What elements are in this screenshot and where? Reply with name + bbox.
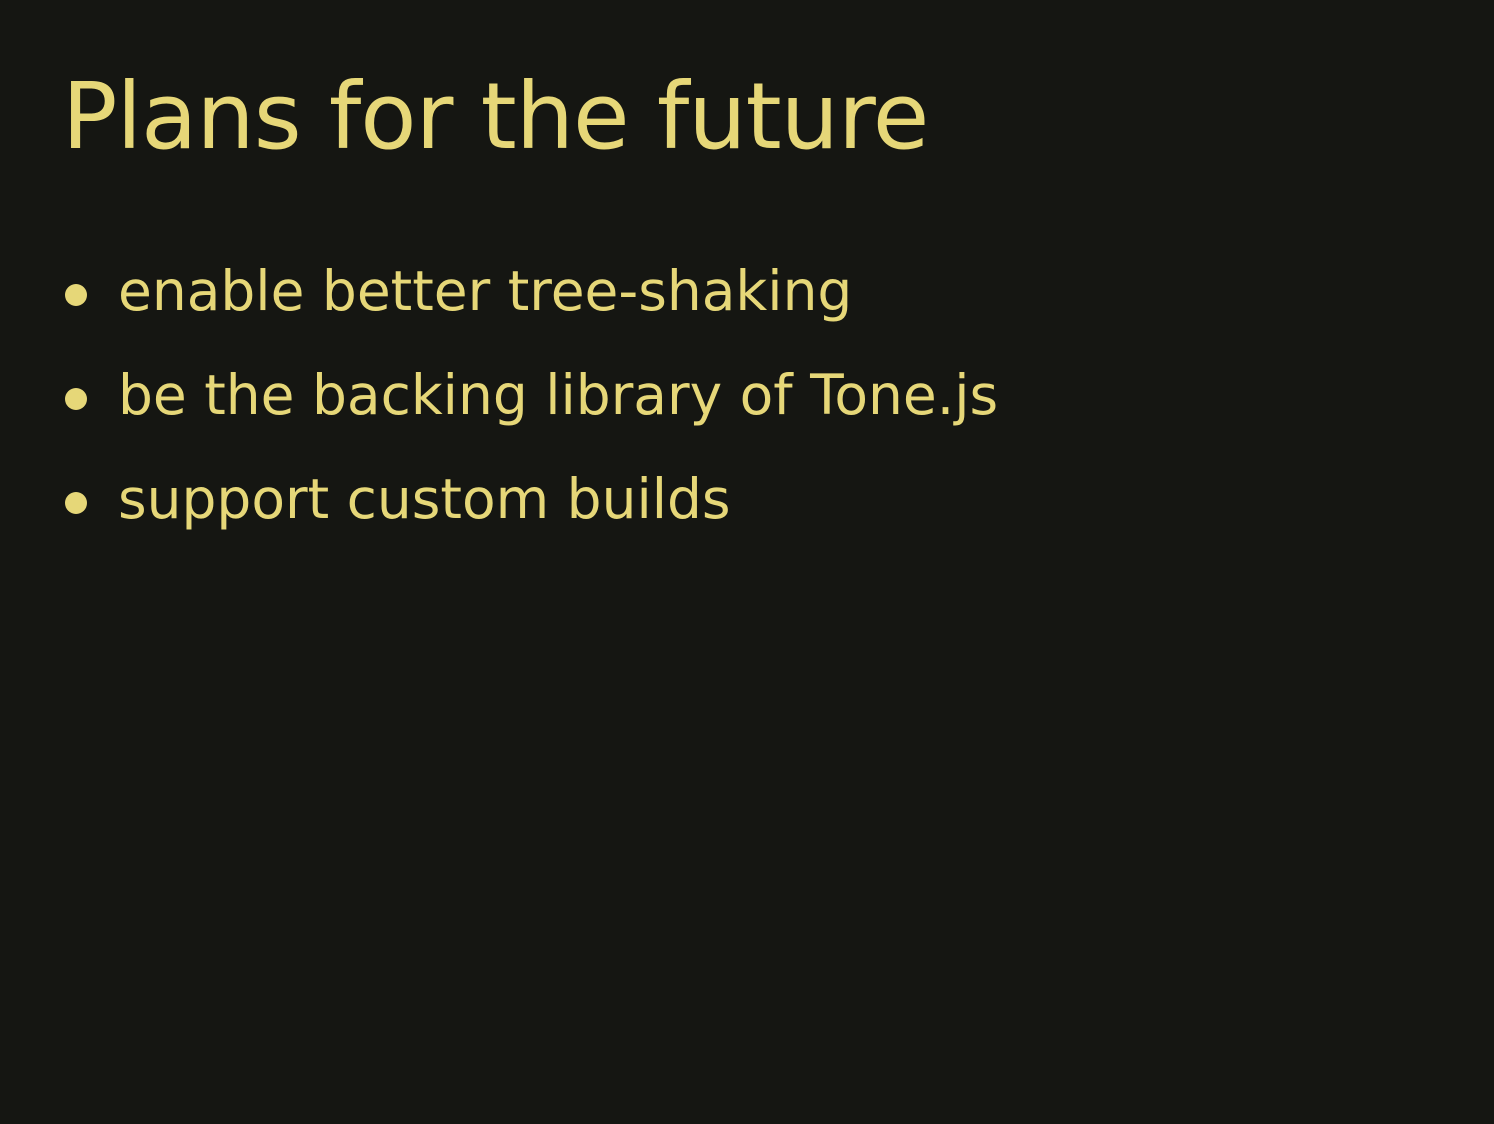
bullet-item-tree-shaking: enable better tree-shaking xyxy=(62,258,998,362)
bullet-dot-icon xyxy=(65,284,87,306)
bullet-list: enable better tree-shaking be the backin… xyxy=(62,258,998,570)
bullet-item-custom-builds: support custom builds xyxy=(62,466,998,570)
bullet-text: be the backing library of Tone.js xyxy=(118,363,999,427)
bullet-dot-icon xyxy=(65,492,87,514)
slide-title: Plans for the future xyxy=(62,63,929,170)
bullet-dot-icon xyxy=(65,388,87,410)
bullet-item-tonejs: be the backing library of Tone.js xyxy=(62,362,998,466)
bullet-text: enable better tree-shaking xyxy=(118,259,853,323)
bullet-text: support custom builds xyxy=(118,467,731,531)
